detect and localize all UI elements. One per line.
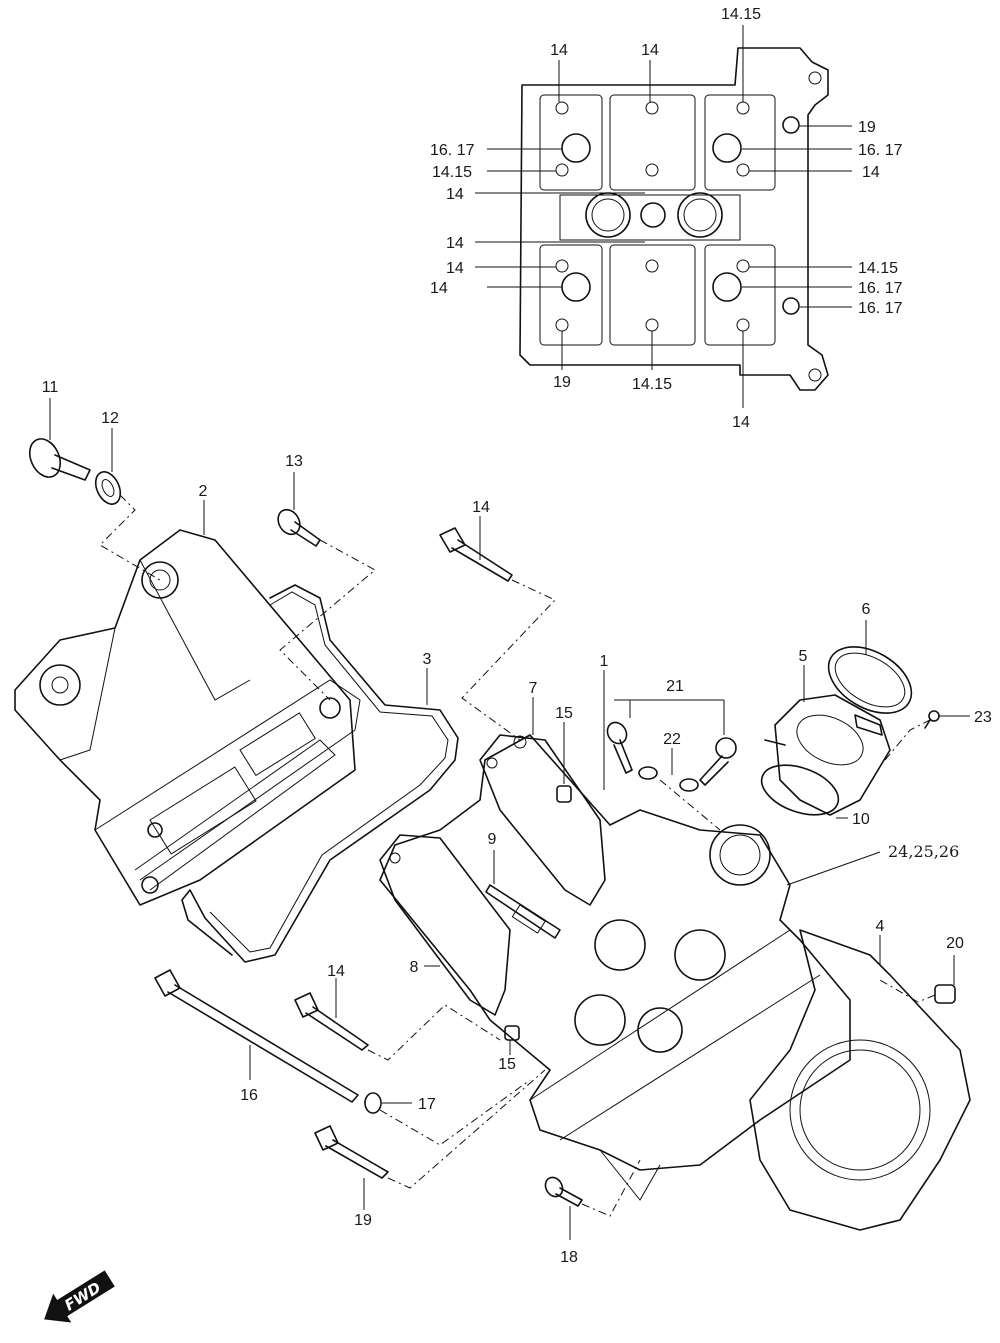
callout-top-16-17-a: 16. 17 — [430, 142, 475, 159]
bolt-11 — [28, 438, 91, 481]
washer-12 — [94, 471, 122, 505]
callout-22: 22 — [663, 731, 681, 748]
callout-top-14-15-d: 19 — [553, 374, 571, 391]
screw-23 — [924, 710, 940, 729]
callout-4: 4 — [876, 918, 885, 935]
bolt-14-upper — [439, 527, 513, 582]
callout-5: 5 — [799, 648, 808, 665]
bolt-21-a — [606, 721, 633, 774]
callout-top-14-15-a: 14.15 — [721, 6, 761, 23]
washer-17 — [364, 1092, 382, 1114]
fwd-label: FWD — [61, 1278, 104, 1314]
callout-10: 10 — [852, 811, 870, 828]
callout-top-19-a: 19 — [858, 119, 876, 136]
callout-top-16-17-d: 16. 17 — [858, 280, 903, 297]
callout-8: 8 — [410, 959, 419, 976]
cam-holder-7 — [479, 734, 606, 906]
callout-2: 2 — [199, 483, 208, 500]
callout-top-14-d: 14 — [446, 186, 464, 203]
callout-13: 13 — [285, 453, 303, 470]
callout-7: 7 — [529, 680, 538, 697]
clamp-6 — [827, 646, 913, 736]
fwd-arrow-icon: FWD — [44, 1270, 115, 1323]
bolt-19 — [314, 1125, 389, 1179]
intake-joint-5 — [764, 694, 891, 816]
head-gasket-4 — [749, 929, 971, 1231]
callout-1: 1 — [600, 653, 609, 670]
callout-11: 11 — [42, 379, 59, 396]
callout-6: 6 — [862, 601, 871, 618]
cam-holder-8 — [379, 834, 511, 1016]
bolt-18 — [544, 1176, 583, 1207]
callout-23: 23 — [974, 709, 992, 726]
cylinder-head-cover — [14, 529, 361, 906]
callout-top-14-f: 14 — [446, 260, 464, 277]
dowel-15-lower — [504, 1025, 520, 1041]
washer-22-a — [638, 766, 658, 780]
callout-top-14-h: 14 — [732, 414, 750, 431]
bolt-14-lower — [294, 992, 369, 1051]
cover-gasket — [181, 584, 459, 963]
callout-top-14-a: 14 — [550, 42, 568, 59]
callout-9: 9 — [488, 831, 497, 848]
exploded-view: 11 12 2 13 14 3 1 21 6 5 23 7 15 22 10 2… — [14, 379, 992, 1266]
callout-top-14-g: 14.15 — [632, 376, 672, 393]
washer-22-b — [679, 778, 699, 792]
callout-19: 19 — [354, 1212, 372, 1229]
cylinder-head — [379, 734, 851, 1201]
callout-21: 21 — [666, 678, 684, 695]
o-ring-10 — [760, 764, 840, 816]
callout-top-14-b: 14 — [641, 42, 659, 59]
callout-20: 20 — [946, 935, 964, 952]
callout-top-14-c: 14 — [862, 164, 880, 181]
callout-top-14-e: 14 — [446, 235, 464, 252]
callout-3: 3 — [423, 651, 432, 668]
callout-top-16-17-c: 14 — [430, 280, 448, 297]
callout-16: 16 — [240, 1087, 258, 1104]
callout-15-upper: 15 — [555, 705, 573, 722]
callout-15-lower: 15 — [498, 1056, 516, 1073]
callout-18: 18 — [560, 1249, 578, 1266]
callout-top-14-15-b: 14.15 — [432, 164, 472, 181]
callout-14-upper: 14 — [472, 499, 490, 516]
callout-14-lower: 14 — [327, 963, 345, 980]
bolt-21-b — [699, 737, 737, 786]
callout-top-16-17-b: 16. 17 — [858, 142, 903, 159]
dowel-15-upper — [556, 785, 572, 803]
bolt-13 — [277, 508, 321, 547]
callout-top-14-15-c: 14.15 — [858, 260, 898, 277]
spark-plug-9 — [485, 884, 561, 939]
bolt-16 — [154, 969, 359, 1103]
callout-17: 17 — [418, 1096, 436, 1113]
callout-24-25-26: 24,25,26 — [888, 842, 959, 861]
callout-12: 12 — [101, 410, 119, 427]
callout-top-19-b: 16. 17 — [858, 300, 903, 317]
dowel-20 — [934, 984, 956, 1004]
head-top-view: 14.15 14 14 19 16. 17 16. 17 14.15 14 14… — [430, 6, 903, 431]
